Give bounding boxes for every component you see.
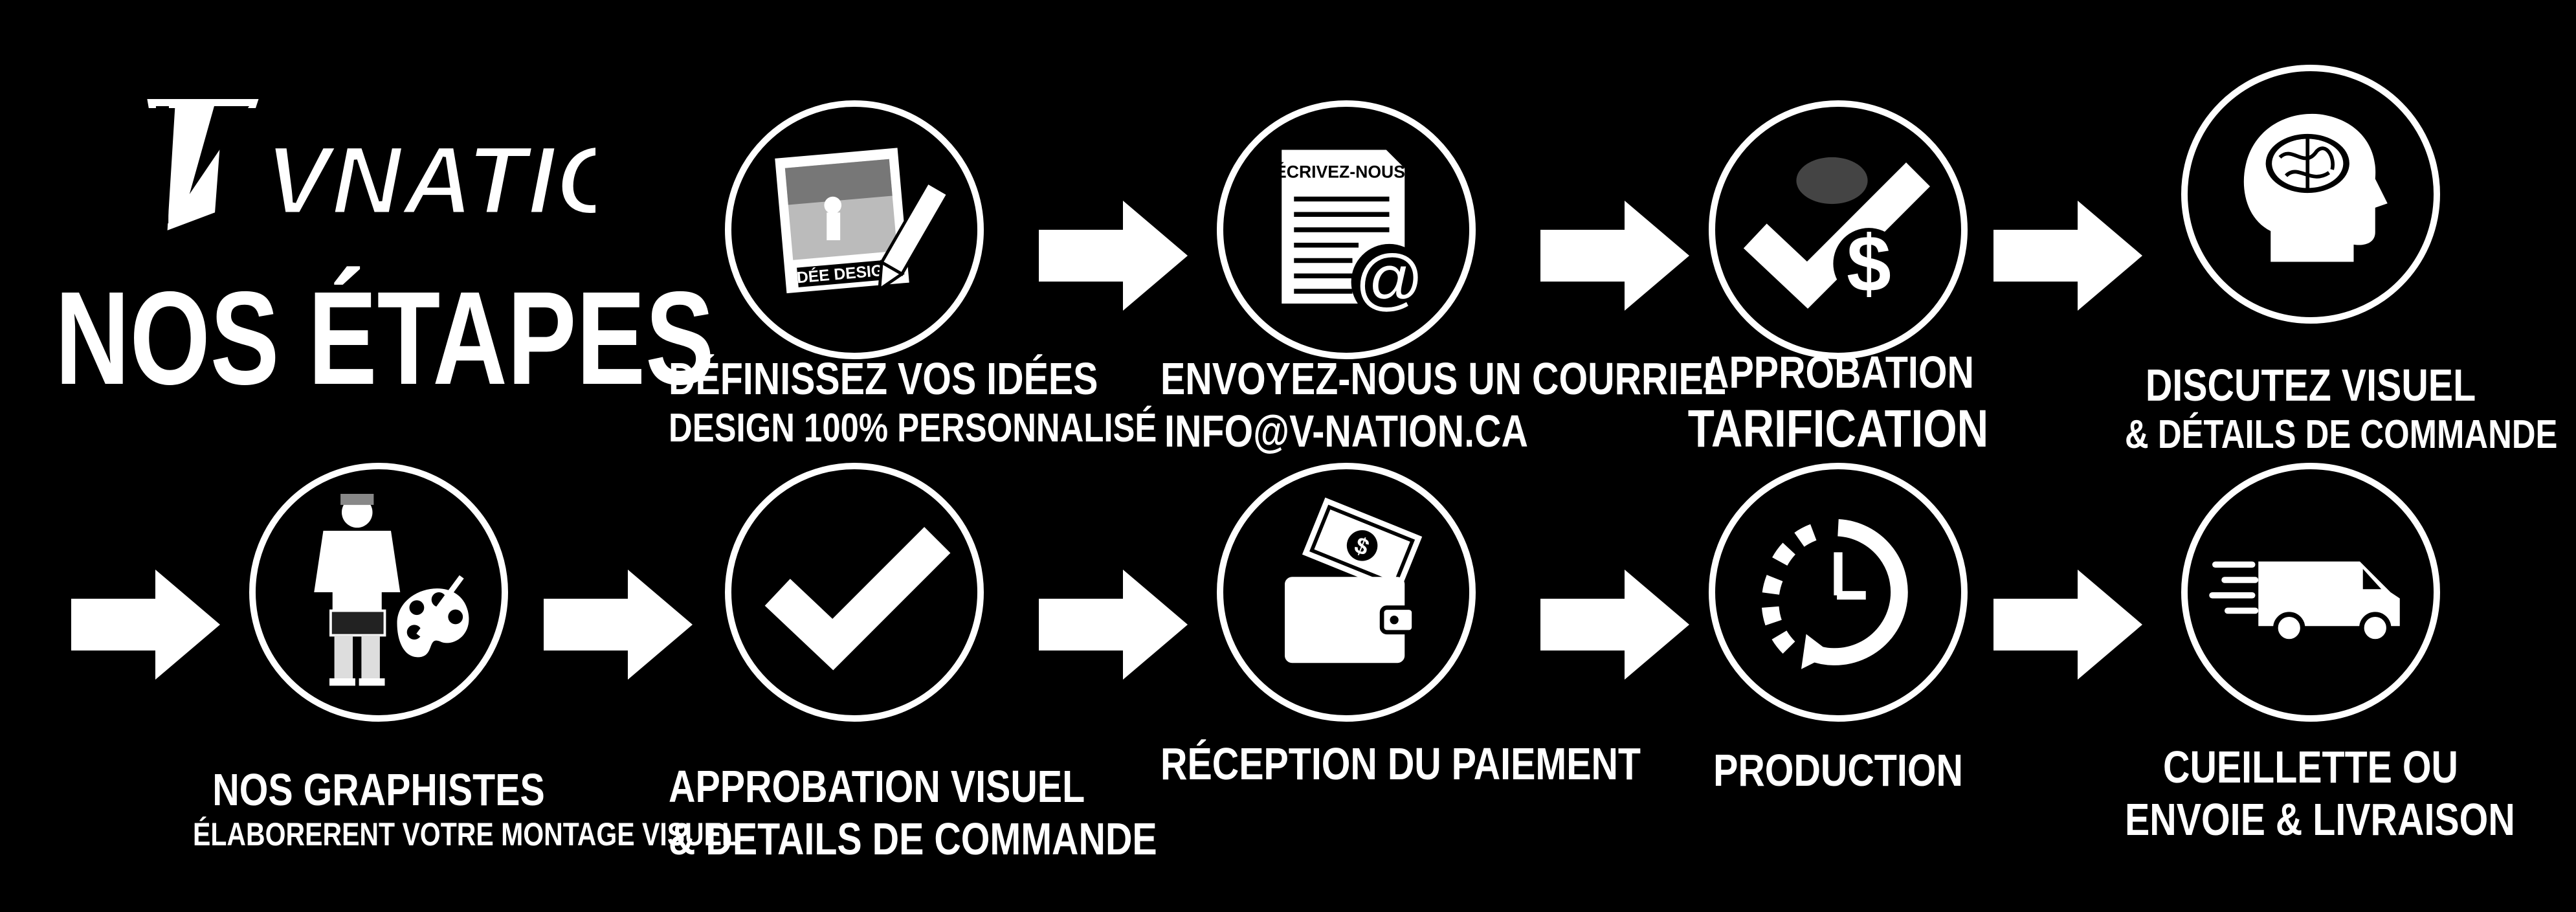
step-7-caption: RÉCEPTION DU PAIEMENT [1160, 738, 1641, 790]
arrow-2-3 [1540, 201, 1689, 311]
svg-text:@: @ [1355, 241, 1423, 317]
check-dollar-icon: $ [1743, 157, 1930, 309]
step-8-caption: PRODUCTION [1652, 744, 2024, 797]
step-3-caption-line2: TARIFICATION [1687, 399, 1989, 458]
step-6-caption: APPROBATION VISUEL & DETAILS DE COMMANDE [669, 761, 1157, 865]
step-2-caption: ENVOYEZ-NOUS UN COURRIEL INFO@V-NATION.C… [1160, 353, 1726, 457]
step-5-caption-line1: NOS GRAPHISTES [212, 764, 545, 815]
step-9-caption-line2: ENVOIE & LIVRAISON [2125, 794, 2515, 845]
arrow-3-4 [1993, 201, 2142, 311]
step-7-caption-line1: RÉCEPTION DU PAIEMENT [1160, 739, 1641, 789]
brain-head-icon [2243, 113, 2388, 262]
arrow-6-7 [1039, 570, 1188, 680]
ecrivez-nous-label: ÉCRIVEZ-NOUS [1275, 162, 1405, 181]
step-1-caption-line2: DESIGN 100% PERSONNALISÉ [669, 405, 1157, 450]
step-9-caption-line1: CUEILLETTE OU [2162, 742, 2458, 792]
step-4-caption: DISCUTEZ VISUEL & DÉTAILS DE COMMANDE [2125, 359, 2558, 458]
step-5-circle [249, 463, 508, 722]
step-1-circle: IDÉE DESIGN [725, 100, 984, 359]
arrow-7-8 [1540, 570, 1689, 680]
step-5-caption: NOS GRAPHISTES ÉLABORERENT VOTRE MONTAGE… [193, 764, 738, 853]
step-6-circle [725, 463, 984, 722]
delivery-van-icon [2209, 561, 2400, 644]
vnation-logo: VNATION [104, 84, 705, 246]
step-1-caption-line1: DÉFINISSEZ VOS IDÉES [669, 353, 1098, 404]
photo-pencil-icon: IDÉE DESIGN [775, 148, 950, 294]
email-document-icon: ÉCRIVEZ-NOUS @ [1275, 150, 1428, 320]
step-4-caption-line1: DISCUTEZ VISUEL [2145, 360, 2476, 410]
step-4-circle [2181, 65, 2440, 324]
step-5-caption-line2: ÉLABORERENT VOTRE MONTAGE VISUEL [193, 816, 738, 852]
step-4-caption-line2: & DÉTAILS DE COMMANDE [2125, 412, 2558, 457]
step-3-caption-line1: APPROBATION [1702, 347, 1974, 397]
step-8-circle [1709, 463, 1968, 722]
checkmark-icon [764, 527, 951, 671]
arrow-1-2 [1039, 201, 1188, 311]
arrow-8-9 [1993, 570, 2142, 680]
step-8-caption-line1: PRODUCTION [1713, 745, 1963, 795]
arrow-5-6 [544, 570, 693, 680]
logo-wordmark: VNATION [265, 126, 595, 234]
clock-icon [1761, 518, 1908, 669]
step-9-caption: CUEILLETTE OU ENVOIE & LIVRAISON [2125, 741, 2515, 845]
step-6-caption-line1: APPROBATION VISUEL [669, 761, 1085, 812]
page-title: NOS ÉTAPES [55, 264, 715, 412]
step-3-caption: APPROBATION TARIFICATION [1652, 346, 2024, 460]
svg-text:$: $ [1847, 219, 1891, 309]
step-7-circle: $ [1217, 463, 1476, 722]
step-6-caption-line2: & DETAILS DE COMMANDE [669, 813, 1157, 864]
step-2-circle: ÉCRIVEZ-NOUS @ [1217, 100, 1476, 359]
arrow-into-5 [71, 570, 220, 680]
step-3-circle: $ [1709, 100, 1968, 359]
wallet-icon: $ [1285, 497, 1423, 663]
hockey-player-palette-icon [314, 494, 469, 686]
step-2-caption-line1: ENVOYEZ-NOUS UN COURRIEL [1160, 353, 1726, 404]
step-9-circle [2181, 463, 2440, 722]
step-1-caption: DÉFINISSEZ VOS IDÉES DESIGN 100% PERSONN… [669, 353, 1157, 451]
step-2-caption-line2: INFO@V-NATION.CA [1164, 405, 1528, 456]
